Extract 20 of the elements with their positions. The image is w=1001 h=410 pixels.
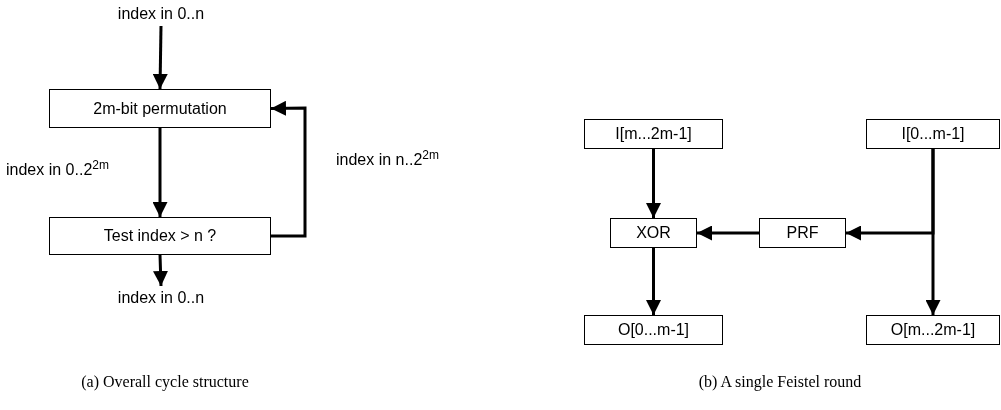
caption: (b) A single Feistel round [697, 372, 863, 393]
process-box: I[0...m-1] [866, 119, 1000, 149]
process-box: 2m-bit permutation [49, 89, 271, 128]
arrow [925, 149, 941, 315]
flow-text: index in 0..n [100, 2, 222, 26]
arrow [153, 254, 168, 287]
arrow [152, 25, 168, 90]
arrow [646, 149, 661, 218]
process-box: O[m...2m-1] [866, 315, 1000, 345]
flow-text: index in 0..n [100, 286, 222, 310]
process-box: O[0...m-1] [584, 315, 723, 345]
caption: (a) Overall cycle structure [80, 372, 250, 393]
arrow [646, 248, 661, 315]
process-box: Test index > n ? [49, 217, 271, 255]
arrow [697, 225, 759, 241]
process-box: XOR [610, 218, 697, 248]
process-box: PRF [759, 218, 846, 248]
arrow [152, 128, 168, 217]
arrow [270, 100, 307, 238]
process-box: I[m...2m-1] [584, 119, 723, 149]
